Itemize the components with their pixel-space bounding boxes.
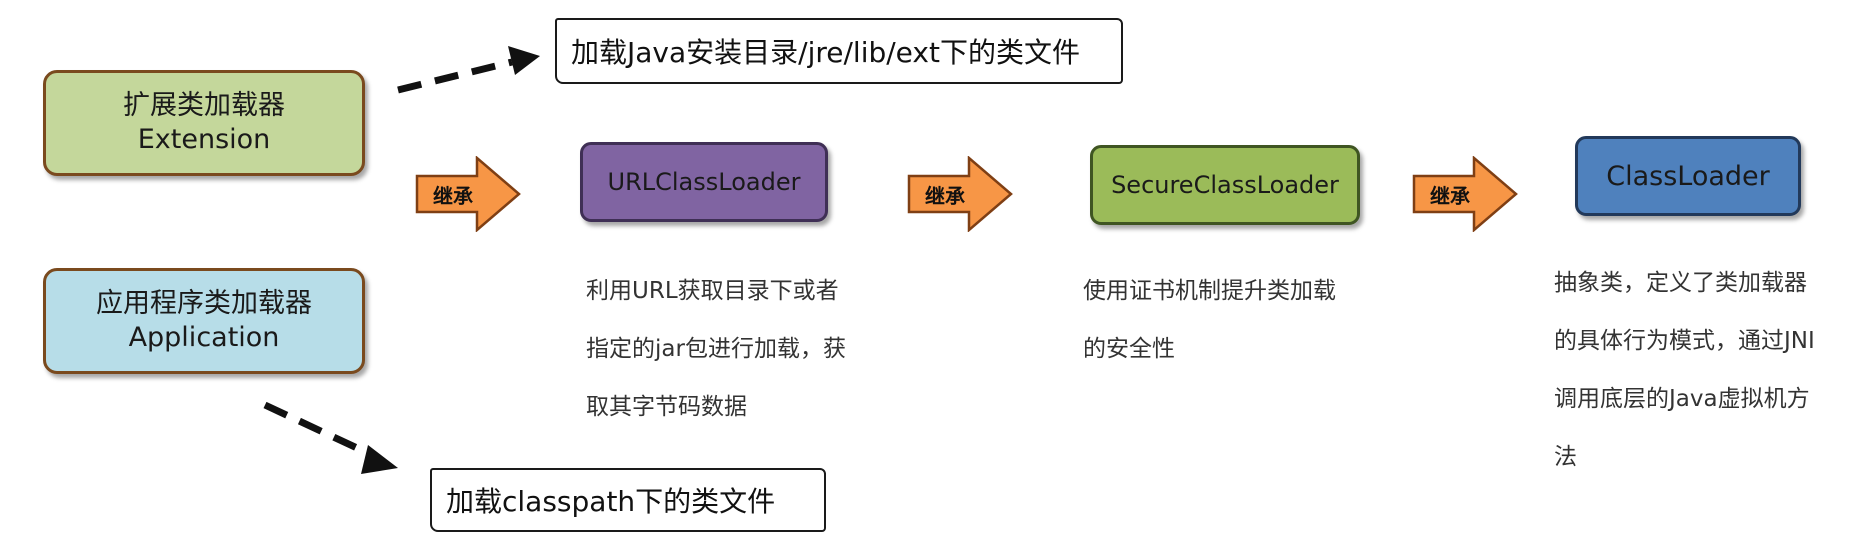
description-line: 利用URL获取目录下或者 [586, 278, 839, 304]
secureclassloader-description: 使用证书机制提升类加载 的安全性 [1083, 262, 1336, 378]
extension-loader-box: 扩展类加载器 Extension [43, 70, 365, 176]
right-arrow-icon [415, 155, 521, 233]
application-loader-subtitle: Application [128, 322, 280, 353]
application-note-text: 加载classpath下的类文件 [446, 485, 776, 518]
application-loader-box: 应用程序类加载器 Application [43, 268, 365, 374]
urlclassloader-label: URLClassLoader [607, 168, 801, 196]
description-line: 使用证书机制提升类加载 [1083, 278, 1336, 304]
application-loader-title: 应用程序类加载器 [96, 288, 312, 319]
inherit-arrow-1-label: 继承 [433, 184, 473, 208]
description-line: 抽象类，定义了类加载器 [1554, 270, 1807, 296]
extension-loader-title: 扩展类加载器 [123, 90, 285, 121]
extension-note: 加载Java安装目录/jre/lib/ext下的类文件 [555, 18, 1123, 84]
description-line: 调用底层的Java虚拟机方 [1554, 386, 1810, 412]
description-line: 取其字节码数据 [586, 394, 747, 420]
application-note: 加载classpath下的类文件 [430, 468, 826, 532]
description-line: 法 [1554, 444, 1577, 470]
extension-note-text: 加载Java安装目录/jre/lib/ext下的类文件 [571, 36, 1080, 69]
inherit-arrow-2: 继承 [907, 155, 1013, 233]
right-arrow-icon [907, 155, 1013, 233]
dashed-arrow-application [263, 401, 398, 474]
right-arrow-icon [1412, 155, 1518, 233]
classloader-description: 抽象类，定义了类加载器 的具体行为模式，通过JNI 调用底层的Java虚拟机方 … [1554, 254, 1815, 486]
description-line: 的具体行为模式，通过JNI [1554, 328, 1815, 354]
inherit-arrow-1: 继承 [415, 155, 521, 233]
inherit-arrow-2-label: 继承 [925, 184, 965, 208]
secureclassloader-label: SecureClassLoader [1111, 171, 1339, 199]
dashed-arrow-extension [397, 46, 540, 94]
inherit-arrow-3-label: 继承 [1430, 184, 1470, 208]
description-line: 指定的jar包进行加载，获 [586, 336, 846, 362]
extension-loader-subtitle: Extension [137, 124, 271, 155]
secureclassloader-box: SecureClassLoader [1090, 145, 1360, 225]
urlclassloader-box: URLClassLoader [580, 142, 828, 222]
classloader-box: ClassLoader [1575, 136, 1801, 216]
inherit-arrow-3: 继承 [1412, 155, 1518, 233]
classloader-label: ClassLoader [1606, 160, 1770, 192]
description-line: 的安全性 [1083, 336, 1175, 362]
urlclassloader-description: 利用URL获取目录下或者 指定的jar包进行加载，获 取其字节码数据 [586, 262, 846, 436]
